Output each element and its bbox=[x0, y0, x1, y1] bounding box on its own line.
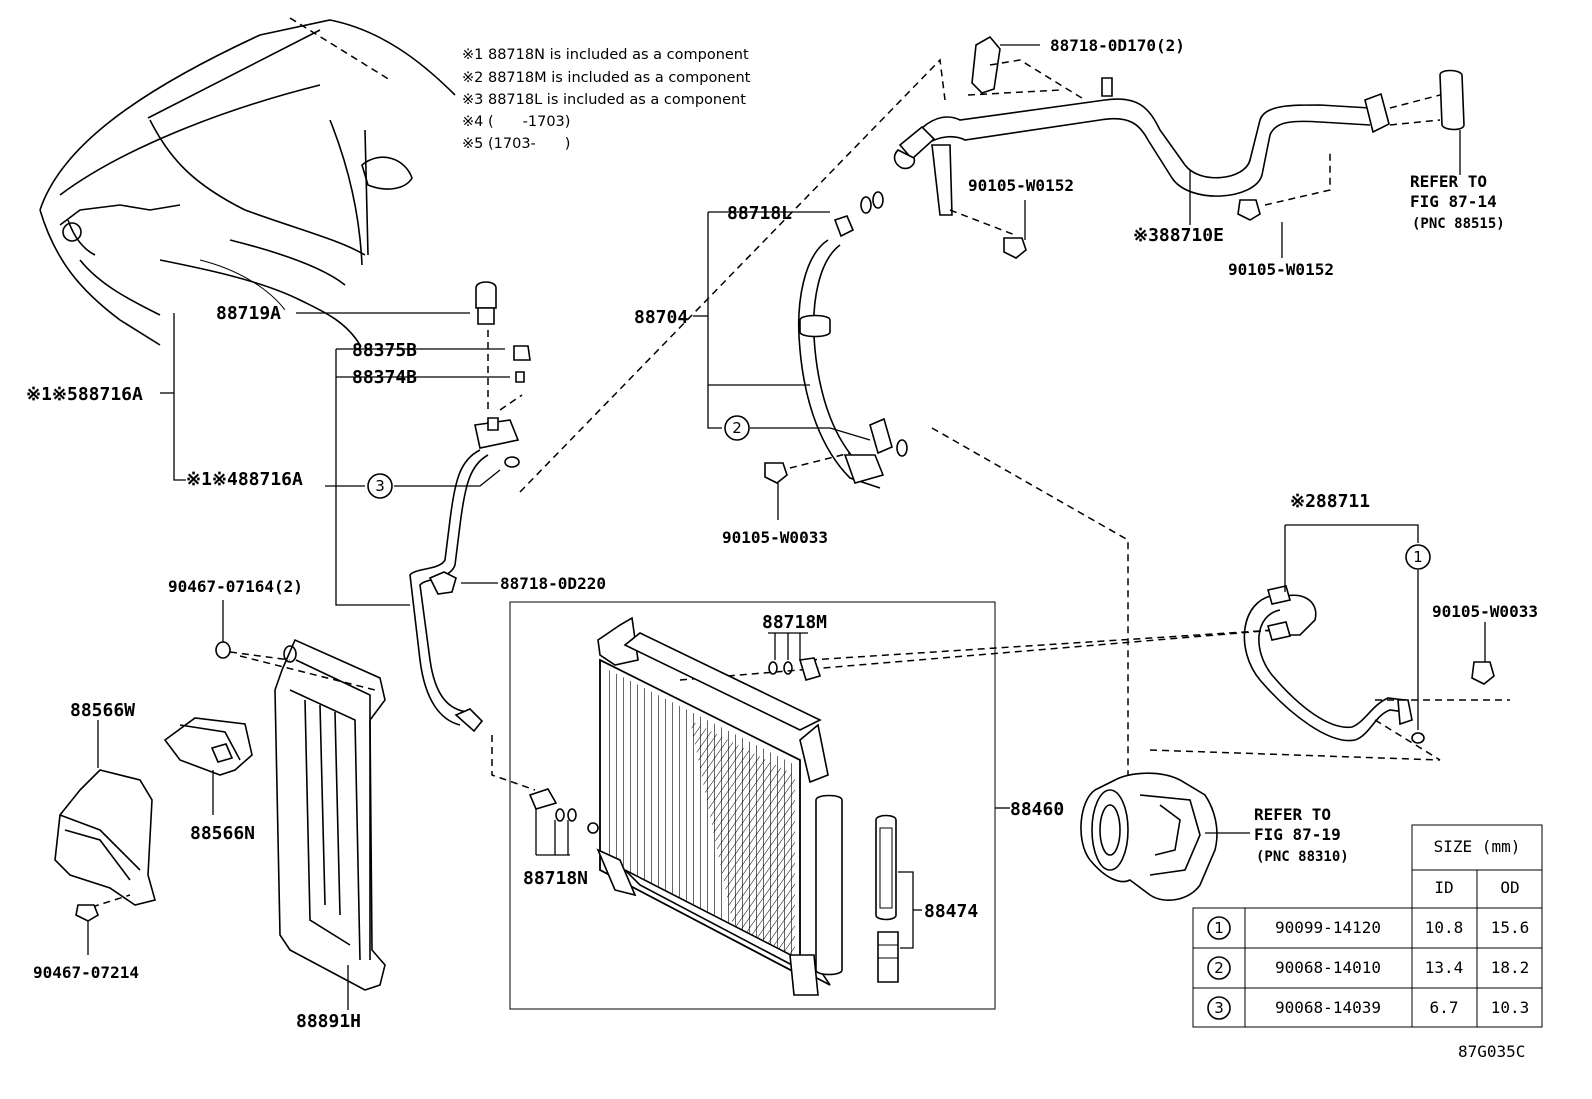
label-90105-w0033-b: 90105-W0033 bbox=[1432, 602, 1538, 621]
row-id: 13.4 bbox=[1425, 958, 1464, 977]
label-88566w: 88566W bbox=[70, 700, 135, 721]
label-88711: ※288711 bbox=[1290, 491, 1370, 512]
condenser-assembly-88460 bbox=[509, 601, 1010, 1010]
row-id: 10.8 bbox=[1425, 918, 1464, 937]
note-5: ※5 (1703- ) bbox=[462, 136, 570, 152]
vehicle-sketch bbox=[39, 17, 456, 346]
compressor-reference bbox=[1080, 772, 1250, 901]
label-88719a: 88719A bbox=[216, 303, 281, 324]
row-part: 90099-14120 bbox=[1275, 918, 1381, 937]
table-row: 1 90099-14120 10.8 15.6 bbox=[1207, 916, 1530, 940]
label-90105-w0152-a: 90105-W0152 bbox=[968, 176, 1074, 195]
label-88374b: 88374B bbox=[352, 367, 417, 388]
label-88718-0d220: 88718-0D220 bbox=[500, 574, 606, 593]
o-ring-size-table: SIZE (mm) ID OD 1 90099-14120 10.8 15.6 … bbox=[1192, 824, 1543, 1028]
discharge-pipe-88710e bbox=[893, 35, 1465, 259]
reference-compressor: REFER TO FIG 87-19 (PNC 88310) bbox=[1254, 805, 1349, 865]
table-row: 3 90068-14039 6.7 10.3 bbox=[1207, 996, 1530, 1020]
ref-comp-line-1: REFER TO bbox=[1254, 805, 1331, 824]
label-88566n: 88566N bbox=[190, 823, 255, 844]
ref-top-line-1: REFER TO bbox=[1410, 172, 1487, 191]
table-col-od: OD bbox=[1500, 878, 1519, 897]
label-90467-07164: 90467-07164(2) bbox=[168, 577, 303, 596]
label-88716a-5: ※1※588716A bbox=[26, 384, 143, 405]
table-col-id: ID bbox=[1434, 878, 1453, 897]
row-od: 18.2 bbox=[1491, 958, 1530, 977]
circle-mark-1: 1 bbox=[1413, 548, 1423, 566]
label-90467-07214: 90467-07214 bbox=[33, 963, 139, 982]
label-88460: 88460 bbox=[1010, 799, 1064, 820]
label-88718l: 88718L bbox=[727, 203, 792, 224]
air-guide-88566n bbox=[163, 717, 253, 815]
row-od: 10.3 bbox=[1491, 998, 1530, 1017]
row-part: 90068-14010 bbox=[1275, 958, 1381, 977]
table-header: SIZE (mm) bbox=[1434, 837, 1521, 856]
row-mark: 1 bbox=[1214, 919, 1224, 937]
row-part: 90068-14039 bbox=[1275, 998, 1381, 1017]
note-1: ※1 88718N is included as a component bbox=[462, 47, 749, 63]
assembly-leader-lines bbox=[491, 58, 1510, 791]
circle-mark-2: 2 bbox=[732, 419, 742, 437]
circle-mark-3: 3 bbox=[375, 477, 385, 495]
row-od: 15.6 bbox=[1491, 918, 1530, 937]
ref-top-line-3: (PNC 88515) bbox=[1412, 216, 1505, 232]
label-88710e: ※388710E bbox=[1133, 225, 1224, 246]
note-3: ※3 88718L is included as a component bbox=[462, 92, 746, 108]
note-4: ※4 ( -1703) bbox=[462, 114, 570, 130]
bolt-90105-w0152-a bbox=[1003, 237, 1027, 259]
bolt-90105-w0033-b bbox=[1471, 661, 1495, 685]
reference-top-right: REFER TO FIG 87-14 (PNC 88515) bbox=[1410, 172, 1505, 232]
bolt-90105-w0033-a bbox=[764, 462, 788, 484]
label-88718m: 88718M bbox=[762, 612, 827, 633]
discharge-hose-88704: 2 bbox=[693, 191, 908, 520]
ref-top-line-2: FIG 87-14 bbox=[1410, 192, 1497, 211]
ref-comp-line-3: (PNC 88310) bbox=[1256, 849, 1349, 865]
row-id: 6.7 bbox=[1430, 998, 1459, 1017]
row-mark: 3 bbox=[1214, 999, 1224, 1017]
drawing-code: 87G035C bbox=[1458, 1042, 1525, 1061]
label-88474: 88474 bbox=[924, 901, 978, 922]
ref-comp-line-2: FIG 87-19 bbox=[1254, 825, 1341, 844]
label-88891h: 88891H bbox=[296, 1011, 361, 1032]
suction-hose-88711: 1 bbox=[1243, 524, 1495, 744]
bolt-90105-w0152-b bbox=[1237, 199, 1261, 221]
air-guide-88566w bbox=[54, 720, 156, 955]
liquid-pipe-88716a: 3 bbox=[160, 281, 531, 733]
note-2: ※2 88718M is included as a component bbox=[462, 70, 751, 86]
label-88718-0d170: 88718-0D170(2) bbox=[1050, 36, 1185, 55]
part-labels: 88718-0D170(2) 90105-W0152 ※388710E 9010… bbox=[26, 36, 1538, 1061]
label-88704: 88704 bbox=[634, 307, 688, 328]
label-88716a-4: ※1※488716A bbox=[186, 469, 303, 490]
label-90105-w0033-a: 90105-W0033 bbox=[722, 528, 828, 547]
seal-88891h bbox=[215, 600, 386, 1010]
footnotes: ※1 88718N is included as a component ※2 … bbox=[462, 47, 751, 152]
row-mark: 2 bbox=[1214, 959, 1224, 977]
label-88375b: 88375B bbox=[352, 340, 417, 361]
label-88718n: 88718N bbox=[523, 868, 588, 889]
table-row: 2 90068-14010 13.4 18.2 bbox=[1207, 956, 1530, 980]
label-90105-w0152-b: 90105-W0152 bbox=[1228, 260, 1334, 279]
